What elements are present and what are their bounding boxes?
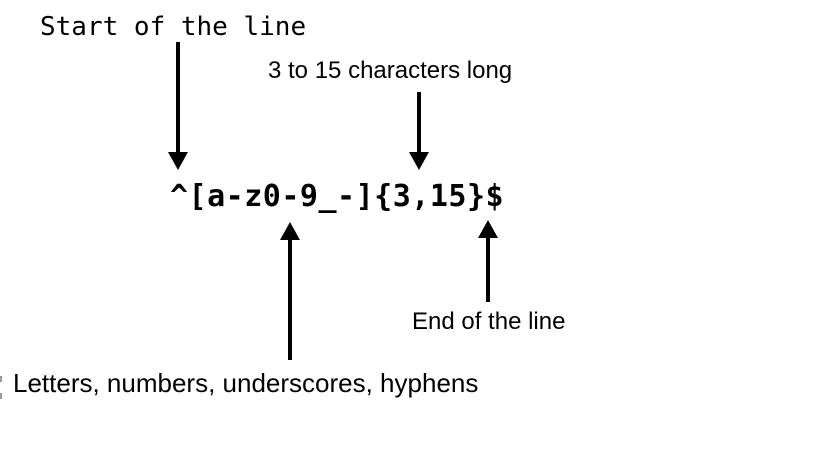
arrow-down-icon <box>409 152 429 170</box>
arrow-down-icon <box>168 152 188 170</box>
left-edge-artifact <box>0 376 2 382</box>
arrow-shaft <box>288 238 292 360</box>
arrow-shaft <box>176 42 180 154</box>
start-of-line-label: Start of the line <box>40 12 307 42</box>
end-of-line-label: End of the line <box>412 308 566 335</box>
regex-pattern-text: ^[a-z0-9_-]{3,15}$ <box>170 179 505 214</box>
character-class-label: Letters, numbers, underscores, hyphens <box>13 368 479 398</box>
length-quantifier-label: 3 to 15 characters long <box>268 57 513 84</box>
left-edge-artifact <box>0 393 2 399</box>
arrow-up-icon <box>478 220 498 238</box>
arrow-up-icon <box>280 222 300 240</box>
arrow-shaft <box>486 236 490 302</box>
arrow-shaft <box>417 92 421 154</box>
